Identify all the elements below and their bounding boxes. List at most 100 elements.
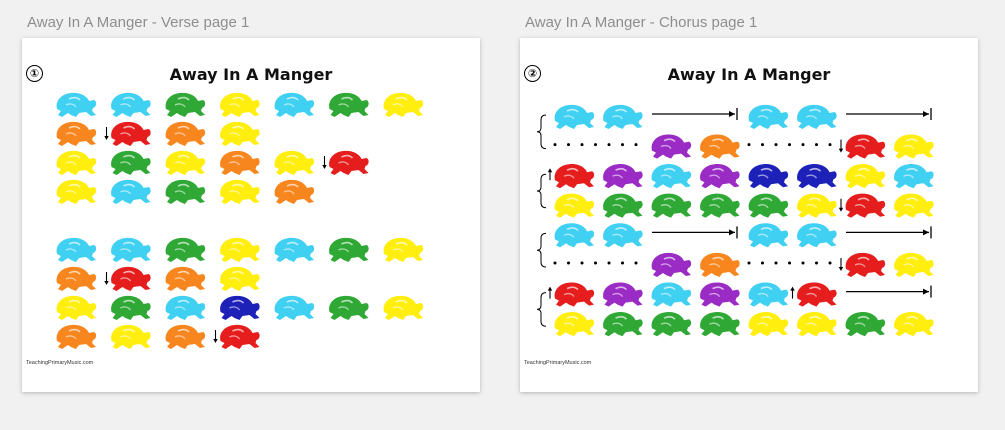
frog-icon	[894, 193, 934, 218]
frog-icon	[797, 223, 837, 248]
frog-icon	[165, 150, 206, 175]
frog-icon	[56, 237, 97, 262]
frog-icon	[56, 121, 97, 146]
frog-icon	[165, 92, 206, 117]
brace-icon	[536, 232, 547, 268]
frog-icon	[111, 324, 151, 349]
hold-arrow-icon	[846, 108, 932, 120]
frog-icon	[220, 150, 260, 175]
frog-icon	[748, 282, 789, 307]
frog-icon	[748, 104, 789, 129]
arrow-down-icon	[104, 272, 109, 285]
frog-icon	[700, 312, 740, 337]
frog-icon	[651, 312, 692, 337]
frog-icon	[111, 237, 151, 262]
page-1-label[interactable]: Away In A Manger - Verse page 1	[27, 14, 250, 31]
arrow-down-icon	[838, 258, 844, 271]
brace-icon	[536, 173, 547, 209]
arrow-up-icon	[547, 168, 553, 181]
frog-icon	[651, 134, 692, 159]
frog-icon	[845, 252, 886, 277]
frog-icon	[603, 193, 643, 218]
frog-icon	[845, 134, 886, 159]
frog-icon	[700, 252, 740, 277]
hold-arrow-icon	[846, 226, 932, 239]
frog-icon	[56, 324, 97, 349]
frog-icon	[329, 237, 369, 262]
frog-icon	[603, 104, 643, 129]
frog-icon	[700, 164, 740, 189]
frog-icon	[554, 104, 595, 129]
frog-icon	[111, 295, 151, 320]
frog-icon	[700, 193, 740, 218]
frog-icon	[165, 237, 206, 262]
frog-icon	[894, 134, 934, 159]
frog-icon	[651, 164, 692, 189]
page-footer: TeachingPrimaryMusic.com	[524, 360, 592, 366]
frog-icon	[56, 179, 97, 204]
rest-dots	[747, 143, 832, 147]
arrow-up-icon	[547, 286, 553, 299]
frog-icon	[700, 282, 740, 307]
brace-icon	[536, 292, 547, 327]
frog-icon	[329, 92, 369, 117]
frog-icon	[165, 295, 206, 320]
frog-icon	[56, 295, 97, 320]
brace-icon	[536, 114, 547, 150]
frog-icon	[748, 193, 789, 218]
frog-icon	[56, 92, 97, 117]
frog-icon	[220, 324, 260, 349]
frog-icon	[554, 312, 595, 337]
page-2-notation	[536, 104, 934, 337]
frog-icon	[220, 266, 260, 291]
frog-icon	[797, 164, 837, 189]
page-1-notation	[56, 92, 424, 349]
rest-dots	[553, 143, 638, 147]
frog-icon	[220, 92, 260, 117]
arrow-down-icon	[838, 139, 844, 153]
frog-icon	[329, 150, 369, 175]
frog-icon	[797, 104, 837, 129]
frog-icon	[845, 164, 886, 189]
page-title: Away In A Manger	[667, 65, 831, 84]
arrow-down-icon	[322, 156, 327, 169]
frog-icon	[165, 266, 206, 291]
frog-icon	[651, 282, 692, 307]
frog-icon	[274, 237, 315, 262]
frog-icon	[748, 223, 789, 248]
frog-icon	[894, 252, 934, 277]
frog-icon	[845, 193, 886, 218]
frog-icon	[383, 92, 424, 117]
arrow-down-icon	[213, 330, 218, 343]
arrow-down-icon	[838, 198, 844, 212]
frog-icon	[700, 134, 740, 159]
frog-icon	[220, 179, 260, 204]
page-footer: TeachingPrimaryMusic.com	[26, 360, 94, 366]
arrow-down-icon	[104, 127, 109, 140]
hold-arrow-icon	[652, 108, 738, 120]
frog-icon	[274, 150, 315, 175]
frog-icon	[651, 193, 692, 218]
page-title: Away In A Manger	[169, 65, 333, 84]
frog-icon	[894, 312, 934, 337]
frog-icon	[111, 179, 151, 204]
frog-icon	[748, 312, 789, 337]
frog-icon	[748, 164, 789, 189]
frog-icon	[111, 266, 151, 291]
frog-icon	[165, 121, 206, 146]
frog-icon	[603, 312, 643, 337]
frog-icon	[845, 312, 886, 337]
page-2-thumbnail[interactable]: ② Away In A Manger TeachingPrimaryMusic.…	[520, 38, 978, 392]
page-2-label[interactable]: Away In A Manger - Chorus page 1	[525, 14, 758, 31]
frog-icon	[894, 164, 934, 189]
page-number-badge: ②	[524, 65, 541, 82]
frog-icon	[554, 164, 595, 189]
frog-icon	[274, 92, 315, 117]
frog-icon	[274, 179, 315, 204]
frog-icon	[111, 121, 151, 146]
page-number-badge: ①	[26, 65, 43, 82]
frog-icon	[554, 223, 595, 248]
frog-icon	[603, 282, 643, 307]
page-1-thumbnail[interactable]: ① Away In A Manger TeachingPrimaryMusic.…	[22, 38, 480, 392]
frog-icon	[383, 237, 424, 262]
